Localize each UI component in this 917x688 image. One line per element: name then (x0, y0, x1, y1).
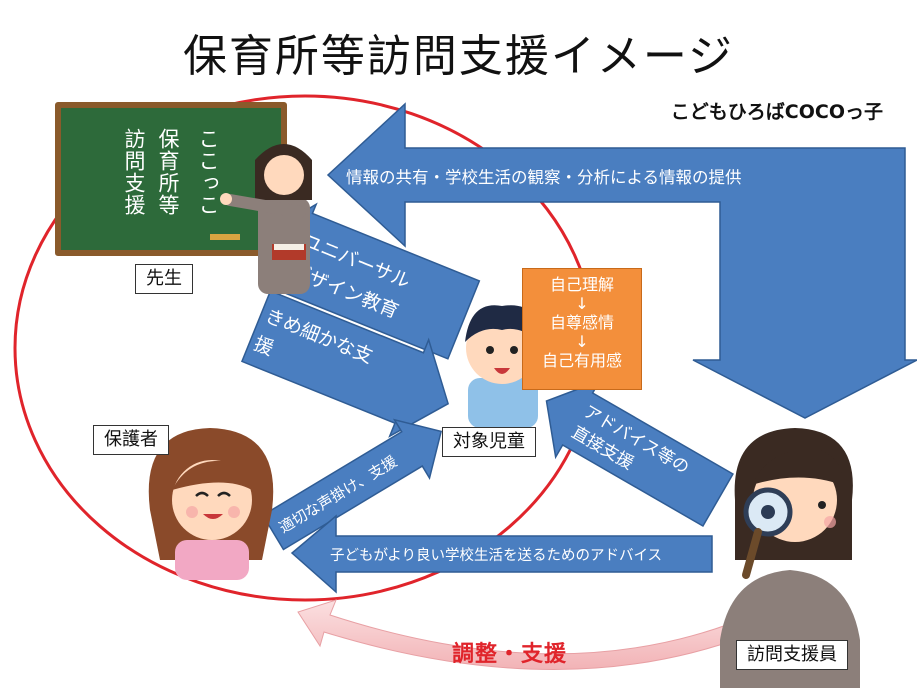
page-title: 保育所等訪問支援イメージ (182, 31, 735, 82)
appropriate-text: 適切な声掛け、支援 (276, 452, 400, 537)
teacher-illustration (220, 144, 312, 294)
growth-arrow-1: ↓ (575, 294, 589, 313)
adjust-support-text: 調整・支援 (452, 642, 568, 667)
blackboard-text-3: 訪問支援 (122, 128, 146, 216)
blackboard (55, 102, 287, 256)
school-life-text: 子どもがより良い学校生活を送るためのアドバイス (330, 547, 662, 564)
school-life-advice-arrow (290, 514, 713, 594)
teacher-label: 先生 (135, 264, 193, 294)
blackboard-text-1: ここっこ (196, 128, 220, 216)
info-sharing-arrow (326, 102, 917, 419)
info-sharing-text: 情報の共有・学校生活の観察・分析による情報の提供 (346, 168, 742, 187)
visitor-label: 訪問支援員 (736, 640, 848, 670)
guardian-label: 保護者 (93, 425, 169, 455)
child-illustration (465, 305, 540, 428)
adjust-arrow (297, 599, 747, 671)
growth-arrow-2: ↓ (575, 332, 589, 351)
blackboard-text-2: 保育所等 (156, 128, 180, 216)
growth-step-1: 自己理解 (549, 275, 614, 294)
guardian-illustration (148, 428, 274, 580)
growth-step-3: 自己有用感 (541, 351, 622, 370)
organization-name: こどもひろばCOCOっ子 (670, 101, 883, 123)
child-label: 対象児童 (442, 427, 536, 457)
appropriate-support-arrow (261, 418, 443, 551)
careful-support-arrow (240, 289, 450, 438)
growth-box: 自己理解 ↓ 自尊感情 ↓ 自己有用感 (522, 268, 642, 390)
growth-step-2: 自尊感情 (549, 313, 614, 332)
